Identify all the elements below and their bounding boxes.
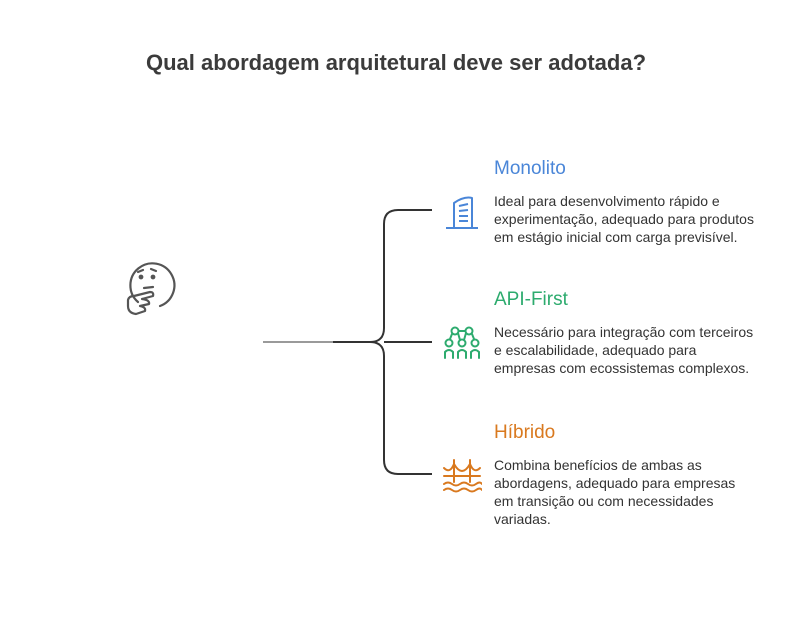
option-description-hibrido: Combina benefícios de ambas as abordagen…: [494, 457, 736, 527]
option-title-monolito: Monolito: [494, 158, 566, 179]
bridge-icon: [443, 459, 482, 493]
network-people-icon: [444, 326, 480, 359]
brace-connector: [369, 209, 432, 475]
thinking-face-icon: [126, 262, 176, 316]
option-description-monolito: Ideal para desenvolvimento rápido e expe…: [494, 193, 754, 245]
option-description-api-first: Necessário para integração com terceiros…: [494, 324, 754, 376]
option-title-hibrido: Híbrido: [494, 422, 556, 443]
building-icon: [446, 196, 478, 229]
option-title-api-first: API-First: [494, 289, 568, 310]
diagram-title: Qual abordagem arquitetural deve ser ado…: [145, 50, 647, 75]
